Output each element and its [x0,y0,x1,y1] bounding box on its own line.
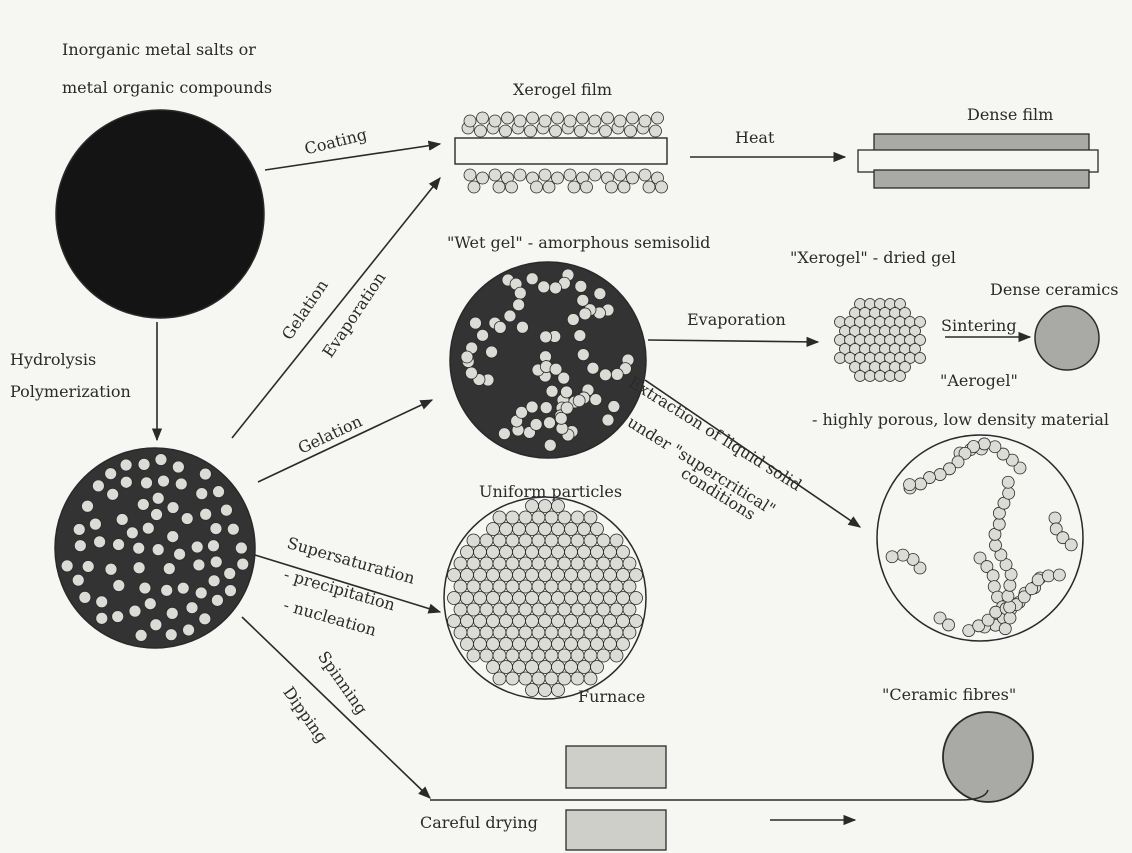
spinning-arrow [242,617,430,798]
fibre-line [430,790,988,800]
sintering-label: Sintering [941,316,1017,336]
ceramic-fibres-label: "Ceramic fibres" [882,685,1016,705]
furnace-box [566,746,666,788]
source-label-line2: metal organic compounds [62,78,272,98]
aerogel-label: "Aerogel" [940,371,1018,391]
polymerization-label: Polymerization [10,382,131,402]
wet-gel-label: "Wet gel" - amorphous semisolid [447,233,710,253]
heat-label: Heat [735,128,774,148]
dense-ceramic-circle [1035,306,1099,370]
xerogel-dried-label: "Xerogel" - dried gel [790,248,956,268]
source-label-line1: Inorganic metal salts or [62,40,256,60]
ceramic-fibre-circle [943,712,1033,802]
xerogel-cluster [835,299,926,382]
dense-film-label: Dense film [967,105,1053,125]
uniform-particles-circle [444,497,646,699]
aerogel-circle [877,435,1083,641]
evaporation-label: Evaporation [687,310,786,330]
aerogel-description-label: - highly porous, low density material [812,410,1109,430]
hydrolysis-label: Hydrolysis [10,350,96,370]
careful-drying-label: Careful drying [420,813,538,833]
furnace-label: Furnace [578,687,645,707]
xerogel-film-shape [455,112,668,193]
xerogel-film-label: Xerogel film [513,80,612,100]
gelation-arrow [258,400,432,482]
evaporation-arrow [648,340,818,342]
dense-film-shape [858,134,1098,188]
precursor-solution-circle [56,110,264,318]
sol-circle [55,448,255,648]
uniform-particles-label: Uniform particles [479,482,622,502]
drying-box [566,810,666,850]
wet-gel-circle [450,262,646,458]
dense-ceramics-label: Dense ceramics [990,280,1118,300]
